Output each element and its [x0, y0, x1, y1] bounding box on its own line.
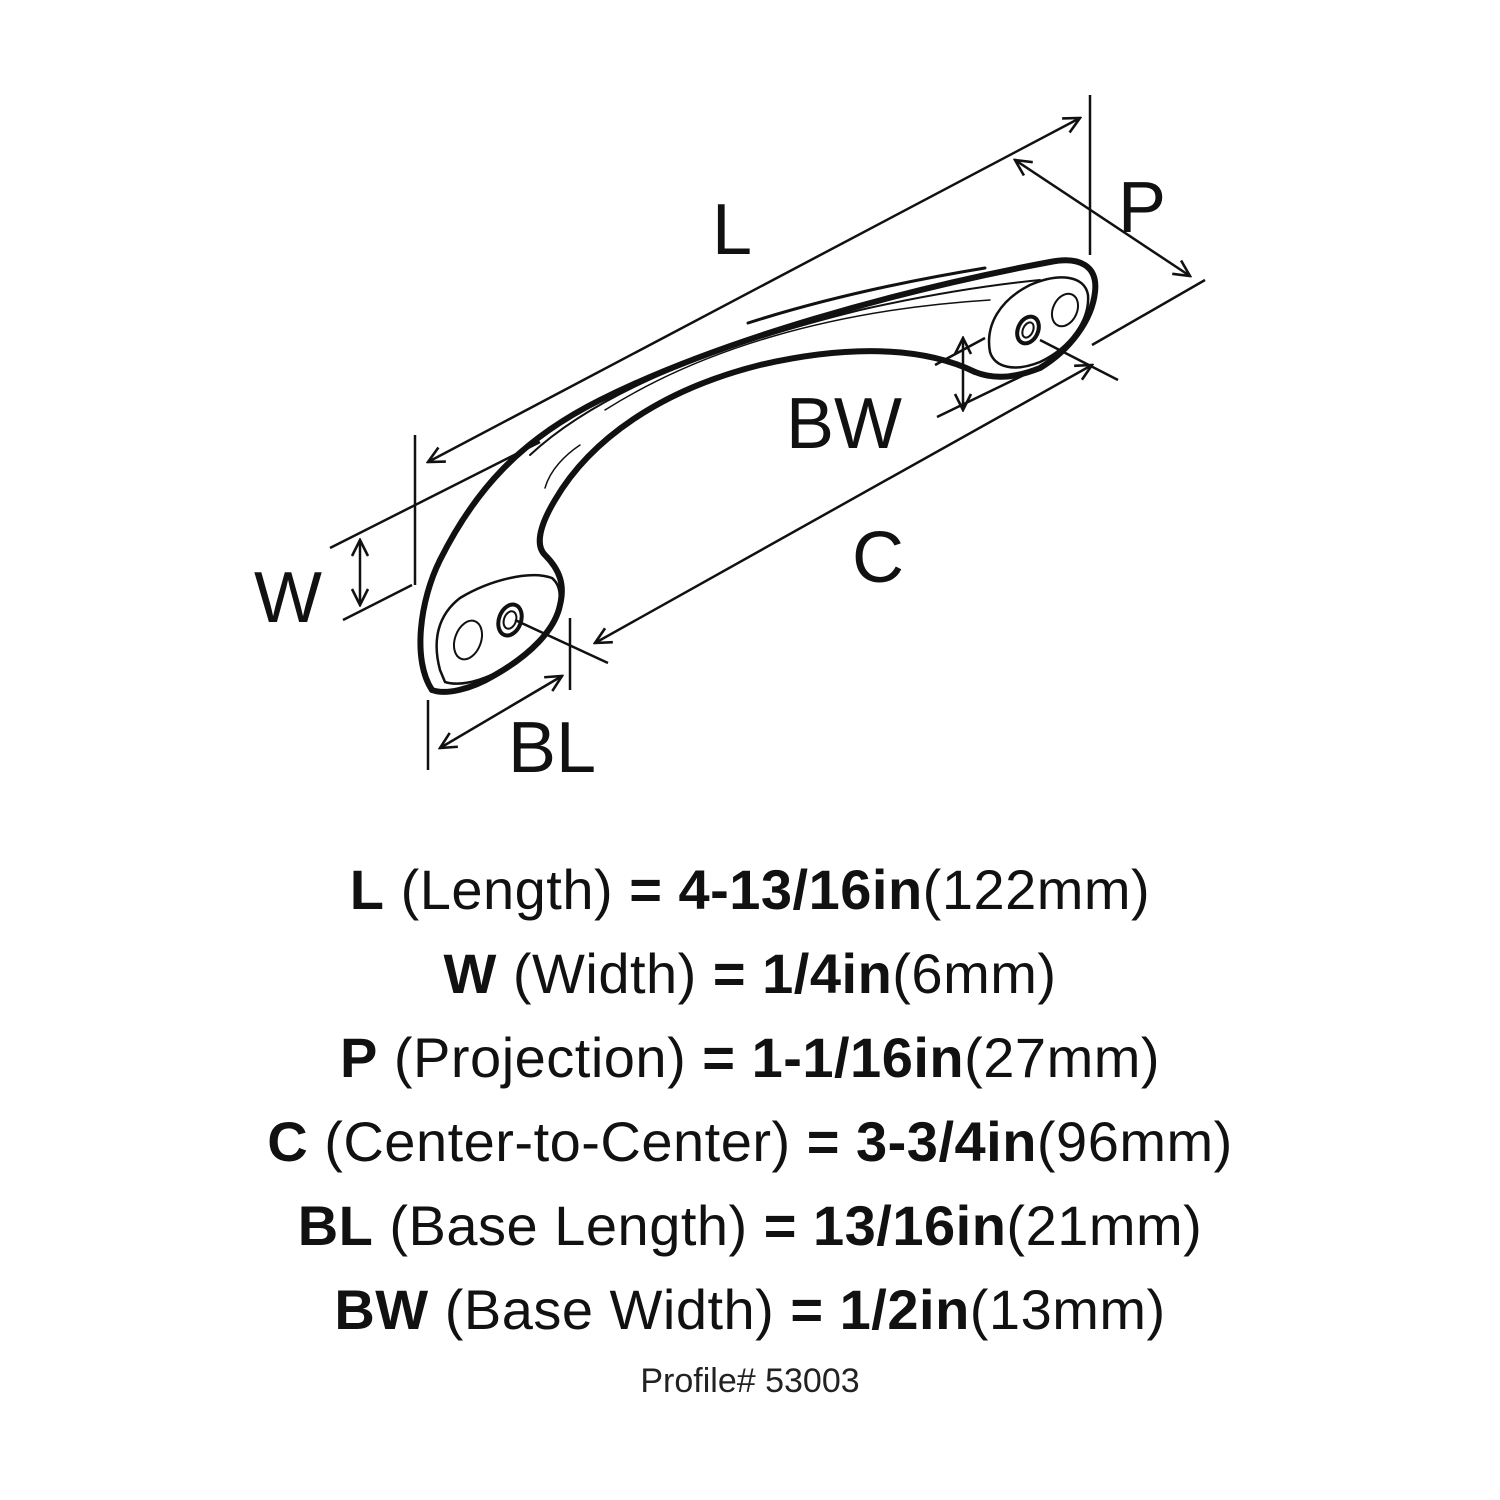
profile-number: Profile# 53003 [640, 1362, 860, 1400]
spec-imperial: 4-13/16in [678, 858, 923, 921]
label-P: P [1118, 168, 1166, 248]
spec-imperial: 13/16in [813, 1194, 1007, 1257]
label-C: C [852, 518, 904, 598]
spec-row-length: L (Length) = 4-13/16in(122mm) [0, 848, 1500, 932]
spec-row-base-width: BW (Base Width) = 1/2in(13mm) [0, 1268, 1500, 1352]
spec-imperial: 3-3/4in [856, 1110, 1037, 1173]
spec-name: (Base Width) [444, 1278, 775, 1341]
handle-dimension-drawing: L P BW C W BL [254, 95, 1206, 788]
spec-row-base-length: BL (Base Length) = 13/16in(21mm) [0, 1184, 1500, 1268]
spec-code: C [267, 1110, 309, 1173]
spec-metric: (27mm) [964, 1026, 1161, 1089]
spec-code: P [339, 1026, 378, 1089]
spec-equals: = [790, 1278, 824, 1341]
spec-equals: = [763, 1194, 797, 1257]
spec-equals: = [629, 858, 663, 921]
spec-name: (Width) [512, 942, 697, 1005]
spec-equals: = [806, 1110, 840, 1173]
spec-row-width: W (Width) = 1/4in(6mm) [0, 932, 1500, 1016]
label-BL: BL [508, 708, 596, 788]
spec-row-center-to-center: C (Center-to-Center) = 3-3/4in(96mm) [0, 1100, 1500, 1184]
spec-code: W [443, 942, 497, 1005]
spec-name: (Length) [400, 858, 614, 921]
spec-name: (Base Length) [389, 1194, 748, 1257]
spec-metric: (6mm) [892, 942, 1057, 1005]
spec-code: BL [297, 1194, 374, 1257]
spec-name: (Center-to-Center) [324, 1110, 791, 1173]
spec-metric: (13mm) [969, 1278, 1166, 1341]
spec-code: L [349, 858, 385, 921]
spec-code: BW [334, 1278, 429, 1341]
spec-equals: = [702, 1026, 736, 1089]
dimension-lines [329, 95, 1206, 770]
spec-imperial: 1/2in [839, 1278, 970, 1341]
label-W: W [254, 558, 322, 638]
spec-metric: (21mm) [1006, 1194, 1203, 1257]
spec-name: (Projection) [393, 1026, 687, 1089]
spec-imperial: 1-1/16in [751, 1026, 965, 1089]
label-BW: BW [786, 384, 902, 464]
label-L: L [712, 190, 752, 270]
spec-imperial: 1/4in [762, 942, 893, 1005]
spec-row-projection: P (Projection) = 1-1/16in(27mm) [0, 1016, 1500, 1100]
spec-equals: = [712, 942, 747, 1005]
dimension-spec-list: L (Length) = 4-13/16in(122mm) W (Width) … [0, 848, 1500, 1352]
handle-body [417, 257, 1099, 695]
spec-metric: (96mm) [1036, 1110, 1233, 1173]
spec-metric: (122mm) [922, 858, 1151, 921]
